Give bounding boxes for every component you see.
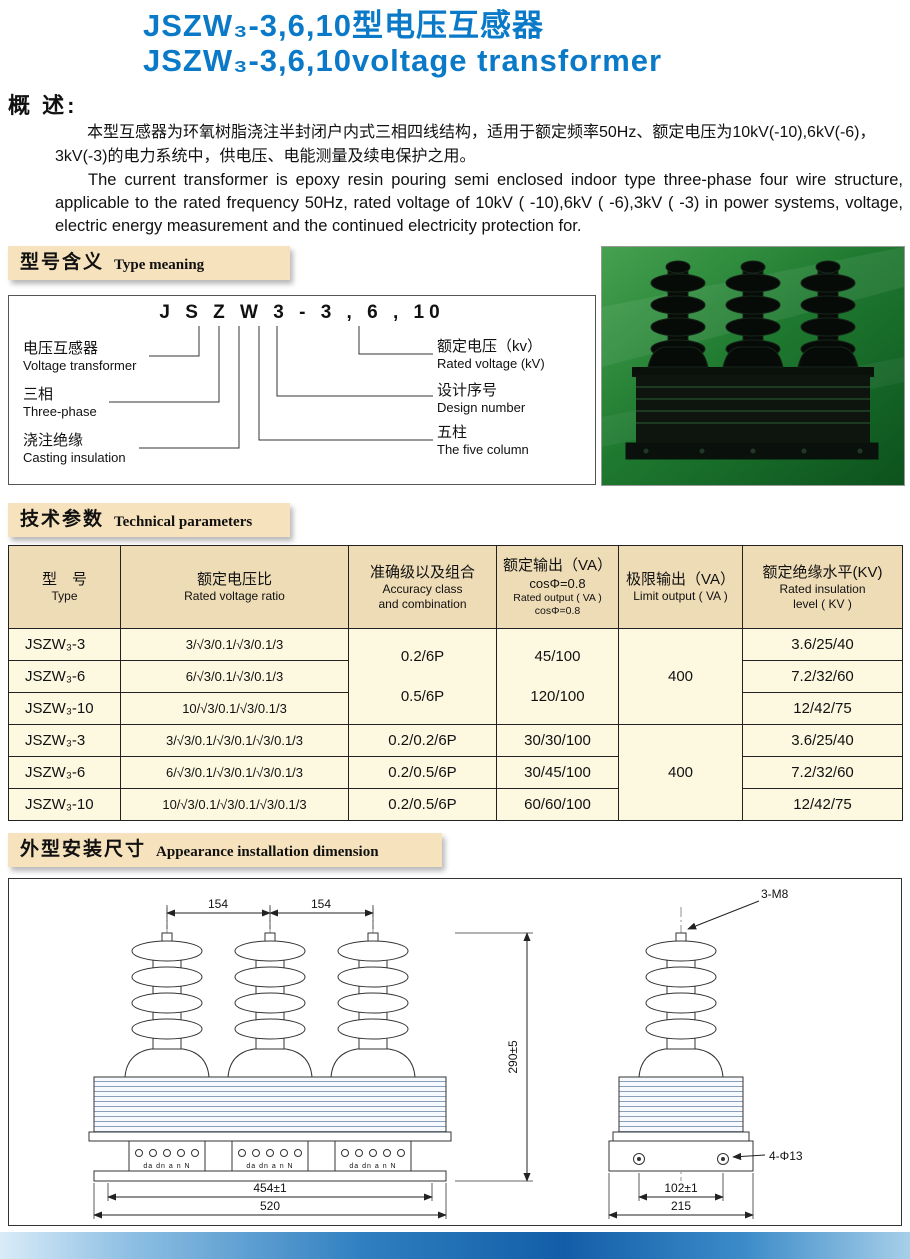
- dim-pitch-2: 154: [311, 897, 331, 911]
- cell-type: JSZW₃-6: [8, 660, 121, 693]
- cell-output: 30/45/100: [496, 756, 619, 789]
- overview-text: 本型互感器为环氧树脂浇注半封闭户内式三相四线结构，适用于额定频率50Hz、额定电…: [55, 121, 903, 238]
- table-row: JSZW₃-10 10/√3/0.1/√3/0.1/3 12/42/75: [8, 692, 903, 725]
- connector-design-number: [276, 326, 433, 397]
- header-limit-output: 极限输出（VA） Limit output ( VA ): [618, 545, 743, 629]
- cell-type: JSZW₃-10: [8, 788, 121, 821]
- terminal-labels: da dn a n N: [246, 1163, 293, 1170]
- header-rated-voltage-ratio: 额定电压比 Rated voltage ratio: [120, 545, 349, 629]
- dimension-lines: [93, 900, 766, 1219]
- cell-ratio: 10/√3/0.1/√3/0.1/3: [120, 692, 349, 725]
- side-view: [608, 932, 754, 1172]
- technical-parameters-table: 型 号 Type 额定电压比 Rated voltage ratio 准确级以及…: [8, 545, 903, 821]
- product-photo-image: [602, 247, 904, 485]
- terminal-labels: da dn a n N: [143, 1163, 190, 1170]
- cell-ratio: 6/√3/0.1/√3/0.1/3: [120, 660, 349, 693]
- cell-insulation: 7.2/32/60: [742, 756, 903, 789]
- cell-accuracy: 0.2/0.5/6P: [348, 756, 497, 789]
- dim-width-102: 102±1: [664, 1181, 698, 1195]
- cell-output: 60/60/100: [496, 788, 619, 821]
- transformer-silhouette: [625, 260, 879, 460]
- cell-output-group1: 45/100 120/100: [496, 628, 619, 725]
- dim-width-454: 454±1: [253, 1181, 287, 1195]
- tab-dimensions-cn: 外型安装尺寸: [20, 839, 147, 860]
- section-tab-technical-parameters: 技术参数 Technical parameters: [8, 503, 290, 537]
- terminal-labels: da dn a n N: [349, 1163, 396, 1170]
- cell-type: JSZW₃-3: [8, 724, 121, 757]
- dimension-drawing-svg: da dn a n N da dn a n N da dn a n N: [88, 887, 803, 1219]
- label-rated-voltage: 额定电压（kv） Rated voltage (kV): [437, 338, 545, 371]
- dim-pitch-1: 154: [208, 897, 228, 911]
- cell-ratio: 3/√3/0.1/√3/0.1/3: [120, 628, 349, 661]
- overview-heading: 概 述:: [8, 93, 78, 118]
- model-designation-text: J S Z W 3 - 3 , 6 , 10: [159, 302, 445, 323]
- extension-lines: [93, 905, 754, 1219]
- cell-type: JSZW₃-6: [8, 756, 121, 789]
- tab-technical-en: Technical parameters: [114, 514, 253, 530]
- footer-decoration-bar: [0, 1232, 910, 1259]
- dim-width-215: 215: [671, 1199, 691, 1213]
- page-title: JSZW₃-3,6,10型电压互感器 JSZW₃-3,6,10voltage t…: [143, 8, 662, 78]
- installation-dimension-drawing: da dn a n N da dn a n N da dn a n N: [8, 878, 902, 1226]
- cell-ratio: 3/√3/0.1/√3/0.1/√3/0.1/3: [120, 724, 349, 757]
- cell-insulation: 3.6/25/40: [742, 724, 903, 757]
- cell-ratio: 10/√3/0.1/√3/0.1/√3/0.1/3: [120, 788, 349, 821]
- label-casting-insulation: 浇注绝缘 Casting insulation: [23, 432, 126, 465]
- table-row: JSZW₃-3 3/√3/0.1/√3/0.1/3 0.2/6P 0.5/6P …: [8, 628, 903, 725]
- cell-ratio: 6/√3/0.1/√3/0.1/√3/0.1/3: [120, 756, 349, 789]
- front-view: da dn a n N da dn a n N da dn a n N: [88, 932, 452, 1182]
- cell-insulation: 12/42/75: [742, 788, 903, 821]
- product-photo: [601, 246, 905, 486]
- cell-type: JSZW₃-10: [8, 692, 121, 725]
- table-row: JSZW₃-6 6/√3/0.1/√3/0.1/√3/0.1/3 0.2/0.5…: [8, 756, 903, 789]
- label-three-phase: 三相 Three-phase: [23, 386, 97, 419]
- cell-accuracy-group1: 0.2/6P 0.5/6P: [348, 628, 497, 725]
- header-rated-output: 额定输出（VA） cosΦ=0.8 Rated output ( VA ) co…: [496, 545, 619, 629]
- page-title-cn: JSZW₃-3,6,10型电压互感器: [143, 8, 544, 43]
- type-meaning-connector-lines: [109, 326, 433, 449]
- connector-casting-insulation: [139, 326, 240, 449]
- table-header-row: 型 号 Type 额定电压比 Rated voltage ratio 准确级以及…: [8, 545, 903, 629]
- table-row: JSZW₃-3 3/√3/0.1/√3/0.1/√3/0.1/3 0.2/0.2…: [8, 724, 903, 821]
- connector-voltage-transformer: [149, 326, 200, 357]
- tab-type-meaning-cn: 型号含义: [20, 252, 105, 273]
- header-accuracy-class: 准确级以及组合 Accuracy class and combination: [348, 545, 497, 629]
- connector-five-column: [258, 326, 433, 441]
- cell-insulation: 7.2/32/60: [742, 660, 903, 693]
- type-meaning-diagram: J S Z W 3 - 3 , 6 , 10 电压互感器 Voltage tra…: [8, 295, 596, 485]
- section-tab-dimensions: 外型安装尺寸 Appearance installation dimension: [8, 833, 442, 867]
- cell-insulation: 12/42/75: [742, 692, 903, 725]
- dim-holes-4phi13: 4-Φ13: [769, 1149, 803, 1163]
- label-design-number: 设计序号 Design number: [437, 382, 526, 415]
- tab-dimensions-en: Appearance installation dimension: [156, 844, 379, 860]
- cell-accuracy: 0.2/0.5/6P: [348, 788, 497, 821]
- connector-three-phase: [109, 326, 220, 403]
- page-title-en: JSZW₃-3,6,10voltage transformer: [143, 43, 663, 78]
- dim-width-520: 520: [260, 1199, 280, 1213]
- connector-rated-voltage: [358, 326, 433, 355]
- tab-technical-cn: 技术参数: [20, 509, 105, 530]
- overview-paragraph-cn: 本型互感器为环氧树脂浇注半封闭户内式三相四线结构，适用于额定频率50Hz、额定电…: [55, 124, 876, 165]
- cell-type: JSZW₃-3: [8, 628, 121, 661]
- dim-height-290: 290±5: [506, 1040, 520, 1074]
- cell-accuracy: 0.2/0.2/6P: [348, 724, 497, 757]
- cell-limit-group1: 400: [618, 628, 743, 725]
- tab-type-meaning-en: Type meaning: [114, 257, 205, 273]
- cell-output: 30/30/100: [496, 724, 619, 757]
- label-voltage-transformer: 电压互感器 Voltage transformer: [23, 340, 137, 373]
- label-five-column: 五柱 The five column: [437, 424, 529, 457]
- table-row: JSZW₃-10 10/√3/0.1/√3/0.1/√3/0.1/3 0.2/0…: [8, 788, 903, 821]
- dim-bolt-3m8: 3-M8: [761, 887, 789, 901]
- overview-paragraph-en: The current transformer is epoxy resin p…: [55, 171, 903, 235]
- header-insulation-level: 额定绝缘水平(KV) Rated insulation level ( KV ): [742, 545, 903, 629]
- section-tab-type-meaning: 型号含义 Type meaning: [8, 246, 290, 280]
- header-type: 型 号 Type: [8, 545, 121, 629]
- cell-insulation: 3.6/25/40: [742, 628, 903, 661]
- cell-limit-group2: 400: [618, 724, 743, 821]
